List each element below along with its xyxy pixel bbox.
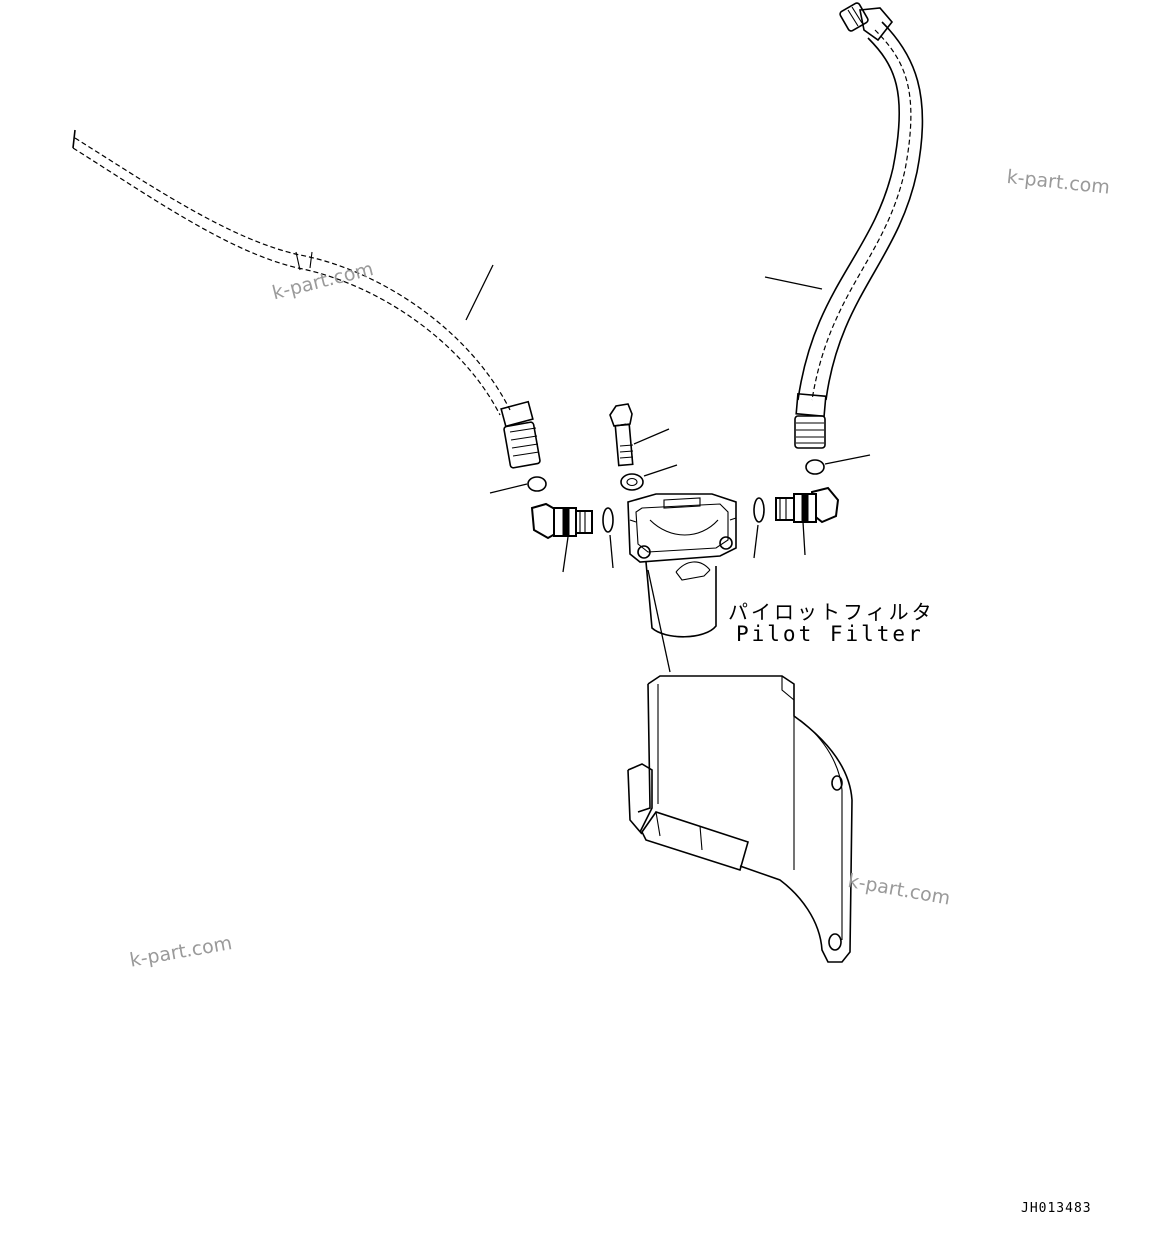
filter-bracket [627,675,853,963]
left-elbow-adapter [530,502,593,540]
leader-right-hose [764,276,823,290]
o-ring-right-hose [805,459,825,475]
right-hose-top-fitting [839,2,894,42]
leader-o-ring-right-port [753,524,759,559]
leader-washer [643,464,678,477]
leader-o-ring-left-port [609,534,614,569]
o-ring-right-port [753,497,765,523]
leader-filter-to-bracket [647,569,671,673]
leader-bolt [633,428,670,445]
left-hose-end-fitting [500,400,541,469]
part-name-en: Pilot Filter [736,622,924,646]
right-elbow-adapter [775,486,840,524]
leader-o-ring-left-hose [489,483,528,494]
o-ring-left-port [602,507,614,533]
mounting-bolt [609,403,634,467]
leader-left-hose [465,264,494,321]
part-name-jp: パイロットフィルタ [728,600,935,624]
left-hose [72,129,541,469]
right-hose-end-fitting [794,392,827,449]
right-hose [794,2,924,449]
washer [620,473,644,491]
leader-right-elbow [802,521,806,556]
leader-o-ring-right-hose [824,454,871,465]
o-ring-left-hose [527,476,547,492]
drawing-code: JH013483 [1021,1201,1092,1216]
leader-left-elbow [562,536,569,573]
pilot-filter [627,493,737,638]
